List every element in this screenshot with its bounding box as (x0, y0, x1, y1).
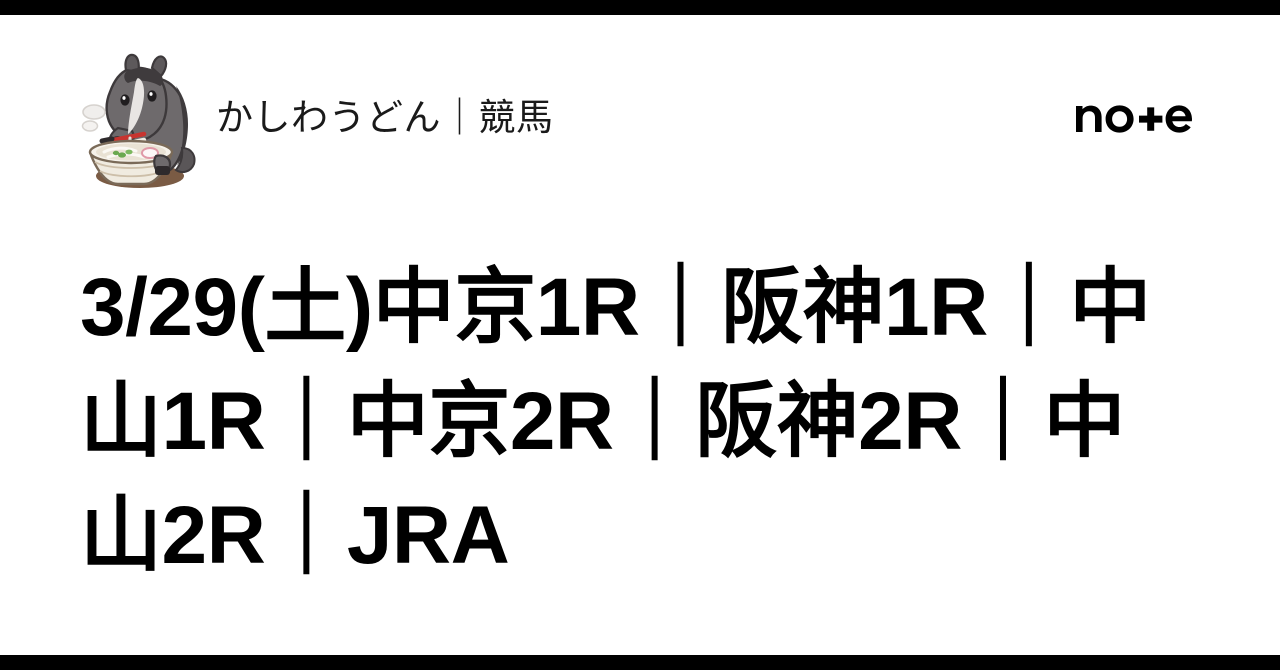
note-logo[interactable]: note (1076, 48, 1192, 188)
header: かしわうどん｜競馬 note (0, 48, 1280, 188)
bottom-black-bar (0, 655, 1280, 670)
avatar[interactable] (78, 52, 196, 188)
page-title: 3/29(土)中京1R｜阪神1R｜中山1R｜中京2R｜阪神2R｜中山2R｜JRA (80, 261, 1151, 581)
author-name: かしわうどん｜競馬 (216, 96, 554, 138)
top-black-bar (0, 0, 1280, 15)
